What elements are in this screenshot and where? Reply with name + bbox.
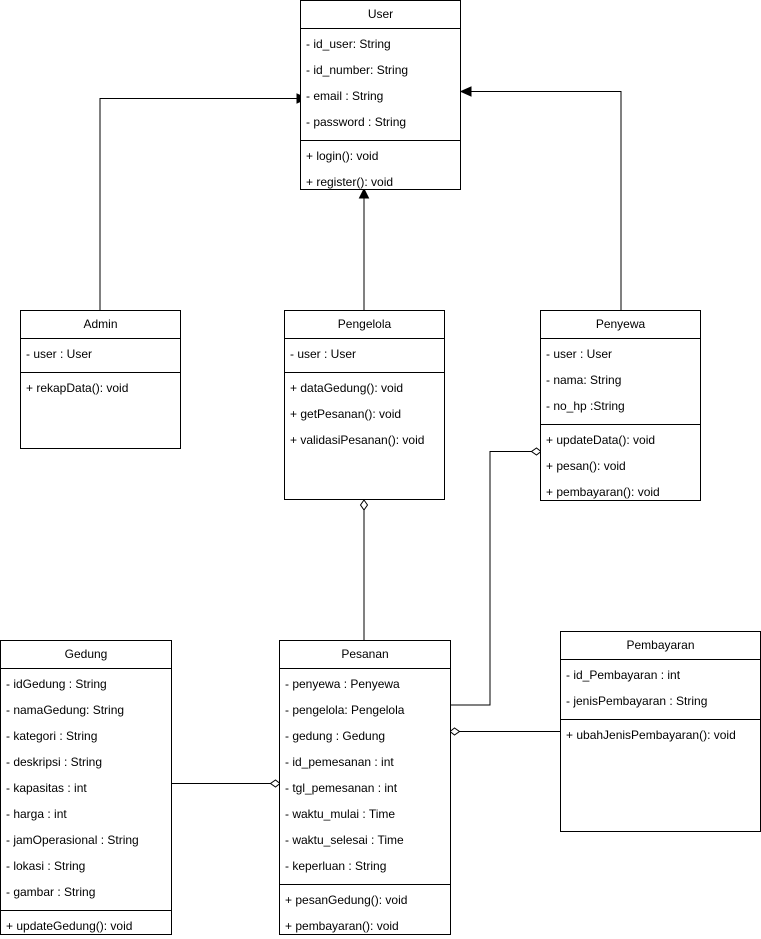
attribute-row: - idGedung : String bbox=[6, 677, 107, 691]
attributes-section: - id_user: String - id_number: String - em… bbox=[301, 29, 460, 141]
attribute-row: - email : String bbox=[306, 89, 384, 103]
attribute-row: - lokasi : String bbox=[6, 859, 86, 873]
user-class[interactable]: User - id_user: String - id_number: String… bbox=[300, 0, 461, 190]
diamond-penyewa bbox=[530, 447, 542, 456]
class-name: Gedung bbox=[1, 641, 171, 669]
attribute-row: - password : String bbox=[306, 115, 407, 129]
attribute-row: - user : User bbox=[26, 347, 93, 361]
method-row: + ubahJenisPembayaran(): void bbox=[566, 728, 736, 742]
attribute-row: - harga : int bbox=[6, 807, 67, 821]
class-name: Pesanan bbox=[280, 641, 450, 669]
methods-section: + rekapData(): void bbox=[21, 373, 180, 401]
method-row: + register(): void bbox=[306, 175, 394, 189]
pesanan-class[interactable]: Pesanan - penyewa : Penyewa - pengelola: P… bbox=[279, 640, 451, 935]
penyewa-class[interactable]: Penyewa - user : User - nama: String - no_h… bbox=[540, 310, 701, 501]
arrowhead-penyewa-user bbox=[459, 86, 472, 97]
admin-to-user-generalization bbox=[99, 98, 297, 311]
class-name: Admin bbox=[21, 311, 180, 339]
methods-section: + login(): void + register(): void bbox=[301, 141, 460, 195]
pengelola-class[interactable]: Pengelola - user : User + dataGedung(): vo… bbox=[284, 310, 445, 500]
methods-section: + ubahJenisPembayaran(): void bbox=[561, 720, 760, 748]
attributes-section: - user : User bbox=[21, 339, 180, 373]
attributes-section: - penyewa : Penyewa - pengelola: Pengelol… bbox=[280, 669, 450, 885]
attributes-section: - idGedung : String - namaGedung: String -… bbox=[1, 669, 171, 911]
method-row: + validasiPesanan(): void bbox=[290, 433, 425, 447]
attribute-row: - pengelola: Pengelola bbox=[285, 703, 405, 717]
diamond-pengelola bbox=[359, 499, 369, 511]
penyewa-to-user-generalization bbox=[467, 91, 622, 311]
attributes-section: - user : User - nama: String - no_hp :Stri… bbox=[541, 339, 700, 425]
method-row: + pembayaran(): void bbox=[546, 485, 660, 499]
attribute-row: - gambar : String bbox=[6, 885, 96, 899]
attributes-section: - user : User bbox=[285, 339, 444, 373]
pembayaran-class[interactable]: Pembayaran - id_Pembayaran : int - jenisPe… bbox=[560, 631, 761, 832]
attribute-row: - deskripsi : String bbox=[6, 755, 103, 769]
attribute-row: - waktu_selesai : Time bbox=[285, 833, 404, 847]
attribute-row: - user : User bbox=[546, 347, 613, 361]
pesanan-to-penyewa-aggregation bbox=[450, 451, 532, 706]
admin-class[interactable]: Admin - user : User + rekapData(): void bbox=[20, 310, 181, 449]
method-row: + pesan(): void bbox=[546, 459, 626, 473]
arrowhead-pengelola-user bbox=[358, 187, 370, 199]
method-row: + pesanGedung(): void bbox=[285, 893, 408, 907]
attribute-row: - kapasitas : int bbox=[6, 781, 87, 795]
diamond-pesanan-gedung bbox=[269, 779, 281, 788]
method-row: + login(): void bbox=[306, 149, 379, 163]
methods-section: + updateData(): void + pesan(): void + pem… bbox=[541, 425, 700, 505]
attribute-row: - jenisPembayaran : String bbox=[566, 694, 708, 708]
method-row: + updateData(): void bbox=[546, 433, 656, 447]
attribute-row: - id_Pembayaran : int bbox=[566, 668, 681, 682]
gedung-class[interactable]: Gedung - idGedung : String - namaGedung: S… bbox=[0, 640, 172, 935]
attributes-section: - id_Pembayaran : int - jenisPembayaran :… bbox=[561, 660, 760, 720]
attribute-row: - no_hp :String bbox=[546, 399, 625, 413]
attribute-row: - id_user: String bbox=[306, 37, 391, 51]
attribute-row: - kategori : String bbox=[6, 729, 98, 743]
attribute-row: - tgl_pemesanan : int bbox=[285, 781, 398, 795]
method-row: + updateGedung(): void bbox=[6, 919, 133, 933]
method-row: + getPesanan(): void bbox=[290, 407, 402, 421]
diamond-pesanan-pembayaran bbox=[449, 727, 461, 736]
class-name: Penyewa bbox=[541, 311, 700, 339]
attribute-row: - user : User bbox=[290, 347, 357, 361]
class-name: Pembayaran bbox=[561, 632, 760, 660]
class-name: User bbox=[301, 1, 460, 29]
methods-section: + updateGedung(): void bbox=[1, 911, 171, 939]
attribute-row: - id_number: String bbox=[306, 63, 409, 77]
attribute-row: - gedung : Gedung bbox=[285, 729, 386, 743]
methods-section: + pesanGedung(): void + pembayaran(): voi… bbox=[280, 885, 450, 939]
attribute-row: - id_pemesanan : int bbox=[285, 755, 394, 769]
methods-section: + dataGedung(): void + getPesanan(): void… bbox=[285, 373, 444, 453]
method-row: + rekapData(): void bbox=[26, 381, 129, 395]
class-name: Pengelola bbox=[285, 311, 444, 339]
method-row: + dataGedung(): void bbox=[290, 381, 404, 395]
attribute-row: - penyewa : Penyewa bbox=[285, 677, 400, 691]
attribute-row: - keperluan : String bbox=[285, 859, 387, 873]
attribute-row: - namaGedung: String bbox=[6, 703, 125, 717]
method-row: + pembayaran(): void bbox=[285, 919, 399, 933]
attribute-row: - nama: String bbox=[546, 373, 622, 387]
attribute-row: - jamOperasional : String bbox=[6, 833, 139, 847]
attribute-row: - waktu_mulai : Time bbox=[285, 807, 396, 821]
